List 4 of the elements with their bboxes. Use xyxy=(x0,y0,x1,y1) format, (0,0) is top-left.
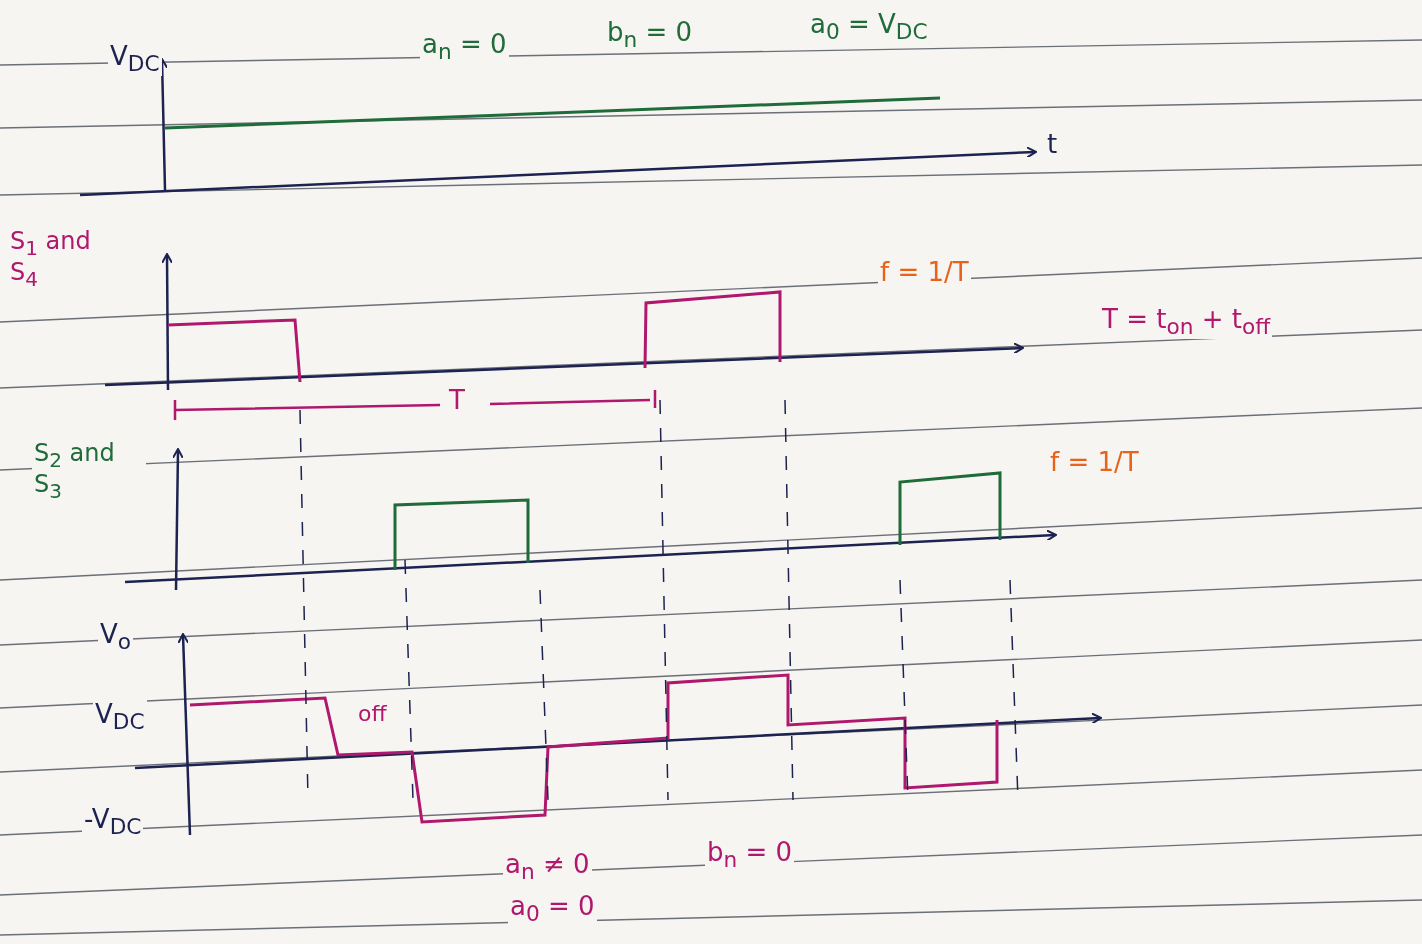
coefficient-note: a$_{0}$ = 0 xyxy=(508,892,597,926)
period-formula: T = t$_{on}$ + t$_{off}$ xyxy=(1100,305,1273,339)
frequency-formula: f = 1/T xyxy=(878,258,971,287)
axis-label: V$_{DC}$ xyxy=(108,42,162,76)
